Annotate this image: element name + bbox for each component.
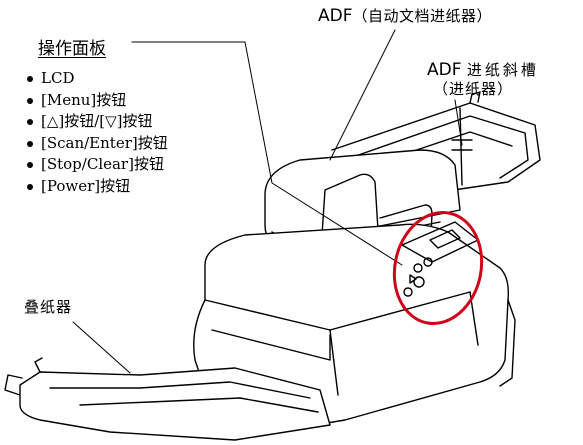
feature-item: [Scan/Enter]按钮	[27, 133, 168, 155]
leader-lines	[72, 29, 463, 374]
paper-chute-label-name: 进纸斜槽	[466, 61, 539, 79]
feature-item: [Menu]按钮	[27, 90, 168, 112]
stacker	[4, 357, 331, 441]
stacker-label: 叠纸器	[24, 298, 73, 316]
feature-item: [Stop/Clear]按钮	[27, 154, 168, 176]
feature-item: LCD	[27, 68, 168, 90]
paper-chute-sublabel: （进纸器）	[433, 80, 514, 98]
adf-label-prefix: ADF	[318, 6, 353, 26]
operator-panel-feature-list: LCD [Menu]按钮 [△]按钮/[▽]按钮 [Scan/Enter]按钮 …	[27, 68, 168, 198]
paper-chute-label-prefix: ADF	[427, 60, 462, 80]
feature-item: [Power]按钮	[27, 176, 168, 198]
panel-highlight-ring	[392, 210, 484, 326]
paper-chute-label: ADF 进纸斜槽	[427, 62, 539, 79]
feature-item: [△]按钮/[▽]按钮	[27, 111, 168, 133]
adf-label-name: （自动文档进纸器）	[352, 7, 493, 25]
operator-panel-title: 操作面板	[38, 39, 106, 59]
adf-label: ADF（自动文档进纸器）	[318, 8, 492, 25]
